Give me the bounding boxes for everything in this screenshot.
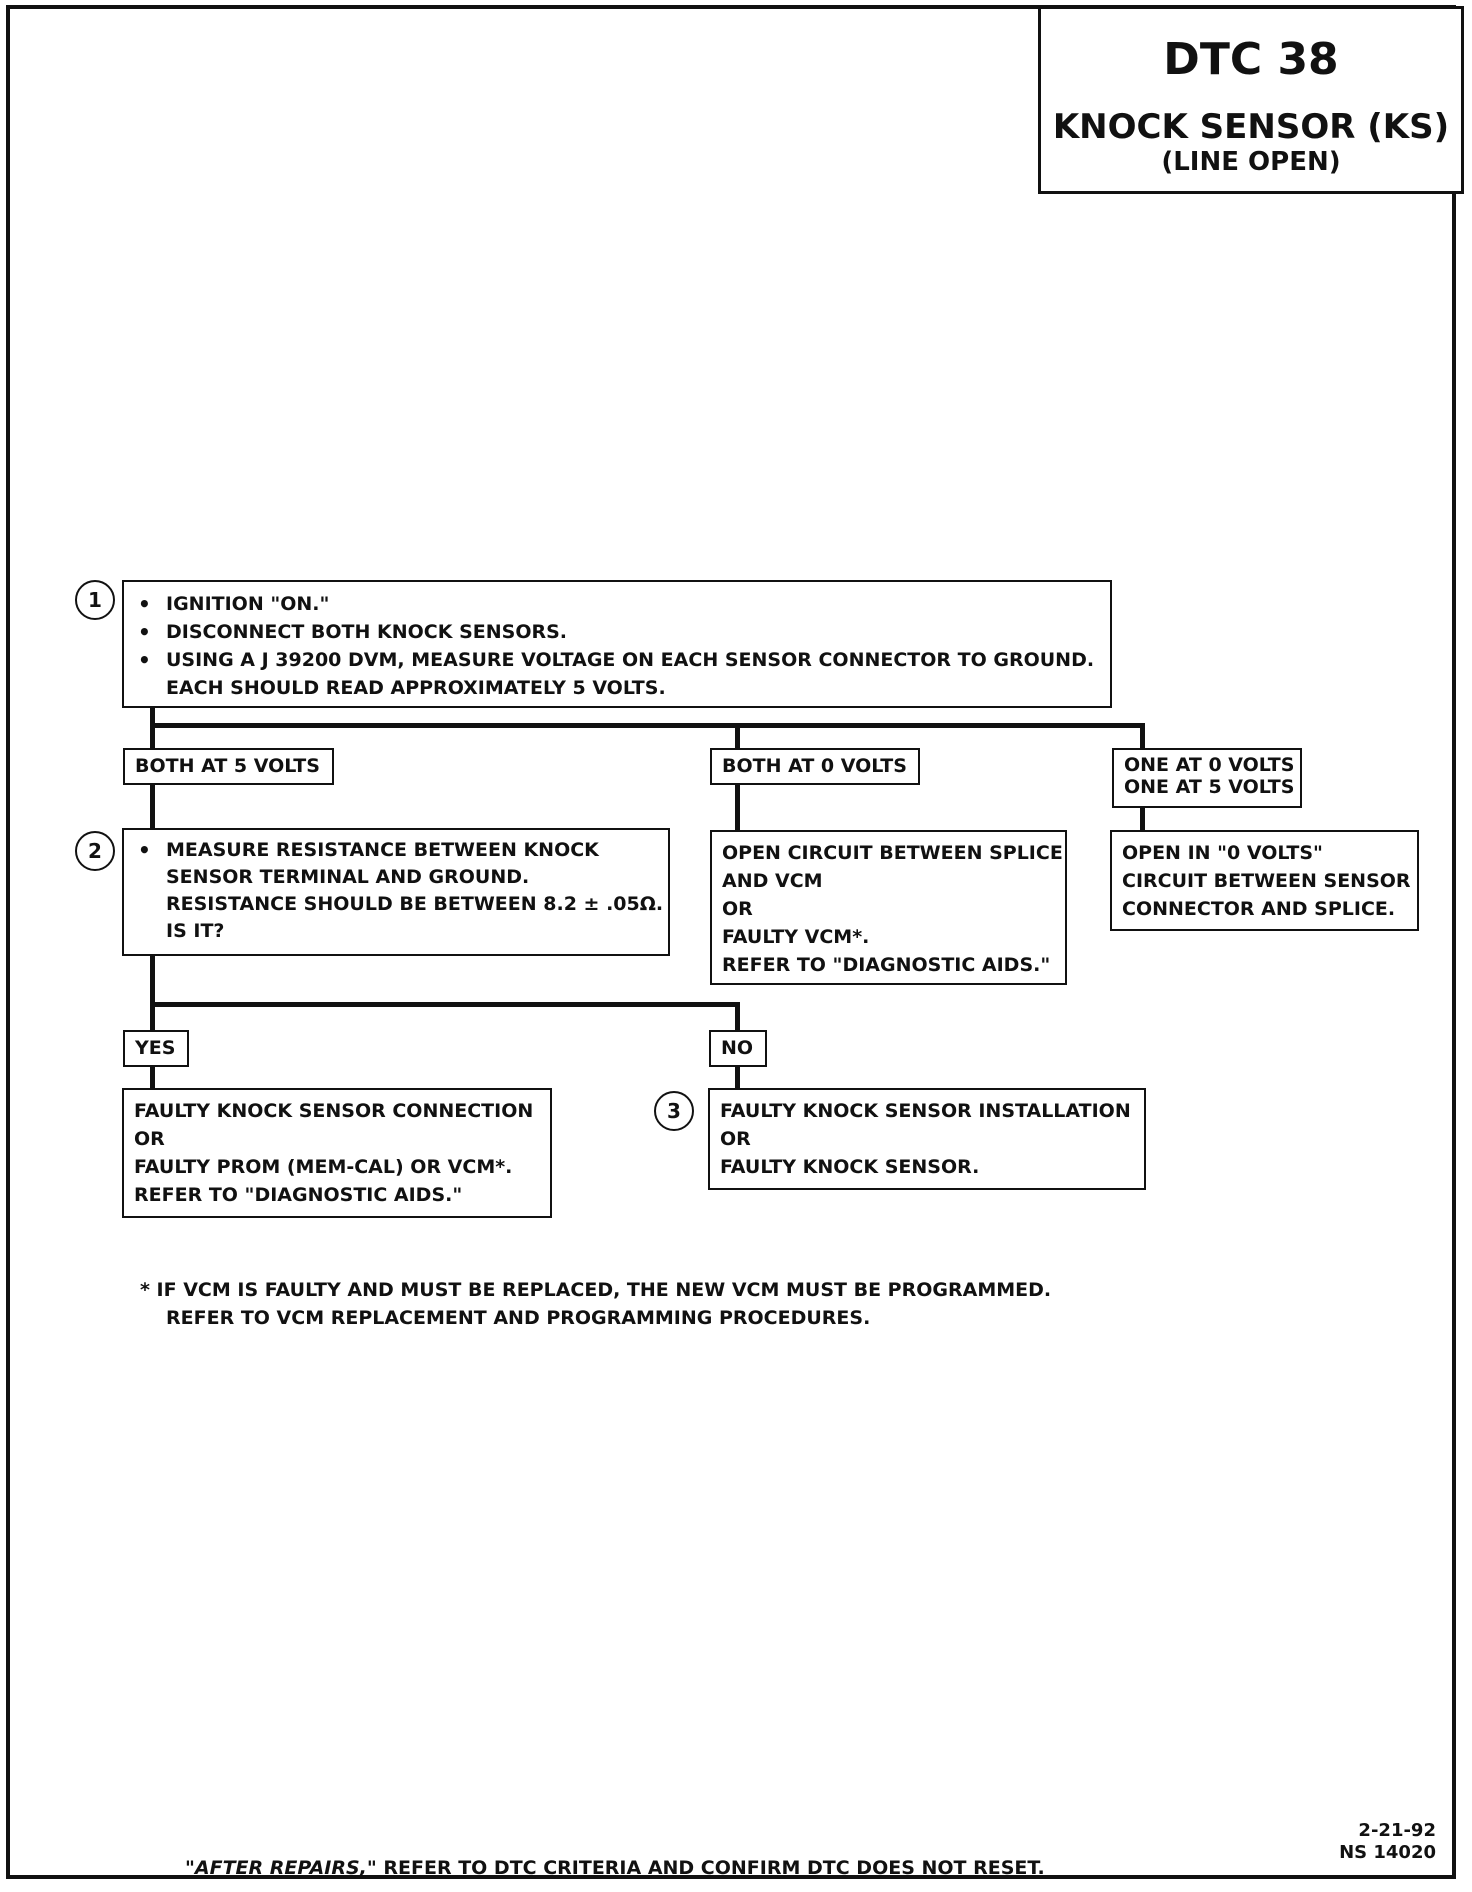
answer-no: NO <box>709 1030 767 1067</box>
page-frame <box>6 5 1456 1879</box>
connector-step1-down <box>150 708 155 770</box>
connector-step1-hbar <box>150 723 1145 728</box>
step-2-bullet: •MEASURE RESISTANCE BETWEEN KNOCK <box>138 838 599 862</box>
connector-both5-to-step2 <box>150 785 155 828</box>
step-1-marker: 1 <box>75 580 115 620</box>
dtc-title: KNOCK SENSOR (KS) <box>1052 107 1450 147</box>
connector-step2-hbar <box>150 1002 740 1007</box>
connector-yes-to-result <box>150 1065 155 1088</box>
connector-to-one <box>1140 723 1145 751</box>
title-box: DTC 38 KNOCK SENSOR (KS) (LINE OPEN) <box>1038 6 1464 194</box>
branch-both-5-volts: BOTH AT 5 VOLTS <box>123 748 334 785</box>
result-both-0-volts: OPEN CIRCUIT BETWEEN SPLICE AND VCM OR F… <box>710 830 1067 985</box>
dtc-code: DTC 38 <box>1163 34 1339 85</box>
result-yes: FAULTY KNOCK SENSOR CONNECTION OR FAULTY… <box>122 1088 552 1218</box>
step-1-continuation: EACH SHOULD READ APPROXIMATELY 5 VOLTS. <box>166 677 666 699</box>
step-2-box: •MEASURE RESISTANCE BETWEEN KNOCK SENSOR… <box>122 828 670 956</box>
step-1-bullet: •DISCONNECT BOTH KNOCK SENSORS. <box>138 620 568 644</box>
connector-to-both0 <box>735 723 740 751</box>
connector-step2-down <box>150 955 155 1033</box>
branch-one-0-one-5: ONE AT 0 VOLTS ONE AT 5 VOLTS <box>1112 748 1302 808</box>
step-1-bullet: •IGNITION "ON." <box>138 592 330 616</box>
answer-yes: YES <box>123 1030 189 1067</box>
connector-both0-to-result <box>735 785 740 830</box>
step-2-marker: 2 <box>75 831 115 871</box>
after-repairs-note: "AFTER REPAIRS," REFER TO DTC CRITERIA A… <box>185 1857 1045 1879</box>
step-3-box: FAULTY KNOCK SENSOR INSTALLATION OR FAUL… <box>708 1088 1146 1190</box>
dtc-subtitle: (LINE OPEN) <box>1161 147 1341 177</box>
footnote: * IF VCM IS FAULTY AND MUST BE REPLACED,… <box>140 1279 1052 1329</box>
document-stamp: 2-21-92 NS 14020 <box>1339 1820 1436 1863</box>
step-3-marker: 3 <box>654 1091 694 1131</box>
connector-no-to-step3 <box>735 1065 740 1088</box>
connector-one-to-result <box>1140 808 1145 830</box>
connector-to-no <box>735 1002 740 1033</box>
result-one-open: OPEN IN "0 VOLTS" CIRCUIT BETWEEN SENSOR… <box>1110 830 1419 931</box>
step-1-bullet: •USING A J 39200 DVM, MEASURE VOLTAGE ON… <box>138 648 1095 672</box>
branch-both-0-volts: BOTH AT 0 VOLTS <box>710 748 920 785</box>
step-1-box: •IGNITION "ON." •DISCONNECT BOTH KNOCK S… <box>122 580 1112 708</box>
